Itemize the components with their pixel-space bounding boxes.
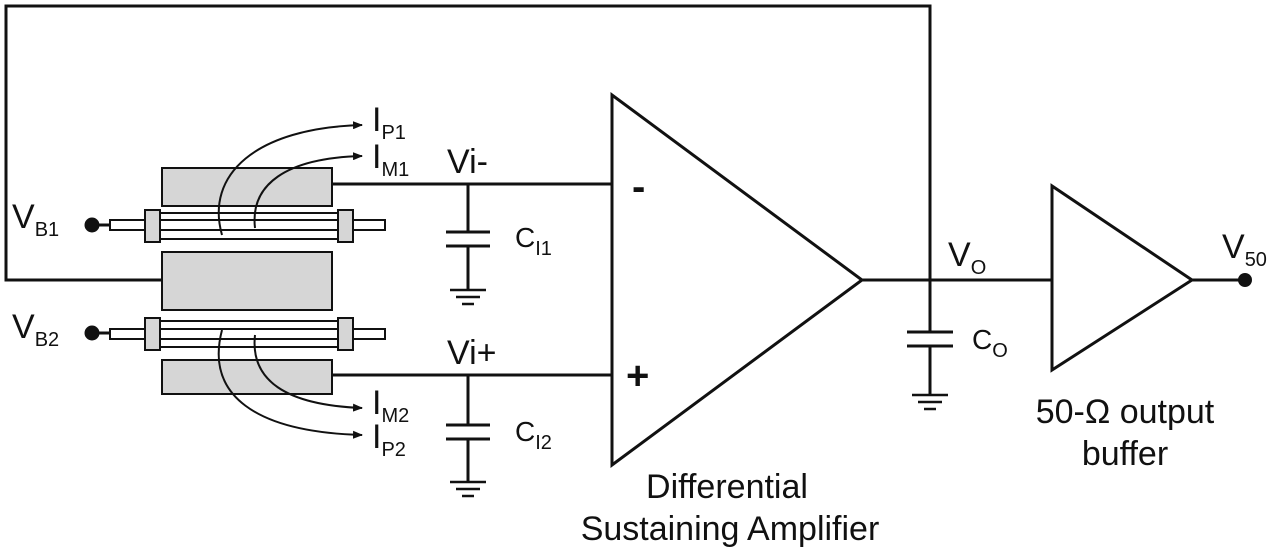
ip1-sub: P1 [381, 122, 406, 144]
label-v50: V50 [1222, 230, 1267, 270]
buffer-caption-line1: 50-Ω output [1035, 393, 1215, 431]
beam-2-anchor-left [144, 317, 161, 351]
bottom-electrode [161, 359, 333, 395]
amp-caption-line1: Differential [646, 468, 808, 506]
label-ip2: IP2 [372, 420, 406, 460]
vb1-terminal-dot [84, 217, 100, 233]
amp-caption-line2: Sustaining Amplifier [580, 510, 880, 548]
beam-2-anchor-right [337, 317, 354, 351]
im1-main: I [372, 138, 382, 176]
arrow-ip1 [217, 121, 363, 236]
arrow-im1 [253, 152, 363, 229]
differential-amplifier-symbol [610, 92, 865, 468]
co-main: C [972, 324, 993, 355]
ip2-sub: P2 [381, 439, 406, 461]
vb2-main: V [12, 308, 35, 346]
middle-electrode [161, 251, 333, 311]
im1-sub: M1 [381, 159, 410, 181]
beam-1-body [159, 212, 339, 240]
ci1-sub: I1 [535, 238, 552, 260]
v50-terminal-dot [1238, 273, 1252, 287]
bias-terminals [84, 217, 110, 341]
vo-main: V [948, 236, 971, 274]
top-electrode [161, 167, 333, 207]
current-arrows [217, 121, 363, 439]
vb2-terminal-dot [84, 325, 100, 341]
amp-plus-sign: + [626, 354, 650, 398]
label-vb2: VB2 [12, 310, 59, 350]
im2-sub: M2 [381, 405, 410, 427]
ip1-main: I [372, 101, 382, 139]
ci2-sub: I2 [535, 432, 552, 454]
signal-wires [332, 182, 1245, 377]
buffer-caption-line2: buffer [1081, 435, 1169, 473]
label-vo: VO [948, 238, 986, 278]
v50-sub: 50 [1244, 249, 1267, 271]
output-buffer-symbol [1050, 183, 1195, 373]
label-im1: IM1 [372, 140, 409, 180]
feedback-loop-wire [4, 4, 932, 282]
label-ip1: IP1 [372, 103, 406, 143]
vb1-sub: B1 [34, 219, 60, 241]
capacitor-ci1 [446, 184, 490, 290]
vo-sub: O [970, 257, 987, 279]
capacitor-ci2 [446, 375, 490, 482]
co-sub: O [992, 340, 1008, 362]
arrow-im2 [253, 334, 363, 412]
beam-1-anchor-right [337, 209, 354, 243]
label-vi-plus: Vi+ [447, 334, 497, 372]
beam-1-anchor-left [144, 209, 161, 243]
vb2-sub: B2 [34, 329, 60, 351]
label-ci1: CI1 [515, 222, 552, 260]
ci2-main: C [515, 416, 536, 447]
ground-co [912, 393, 948, 411]
beam-2-body [159, 320, 339, 348]
ground-ci1 [450, 288, 486, 306]
v50-main: V [1222, 228, 1245, 266]
im2-main: I [372, 384, 382, 422]
label-co: CO [972, 324, 1008, 362]
arrow-ip2 [217, 329, 363, 439]
label-im2: IM2 [372, 386, 409, 426]
label-vi-minus: Vi- [447, 143, 488, 181]
vb1-main: V [12, 198, 35, 236]
capacitor-co [907, 280, 953, 395]
label-vb1: VB1 [12, 200, 59, 240]
ip2-main: I [372, 418, 382, 456]
resonator-structure [109, 167, 386, 395]
label-ci2: CI2 [515, 416, 552, 454]
amp-minus-sign: - [632, 165, 646, 209]
ci1-main: C [515, 222, 536, 253]
ground-ci2 [450, 480, 486, 498]
